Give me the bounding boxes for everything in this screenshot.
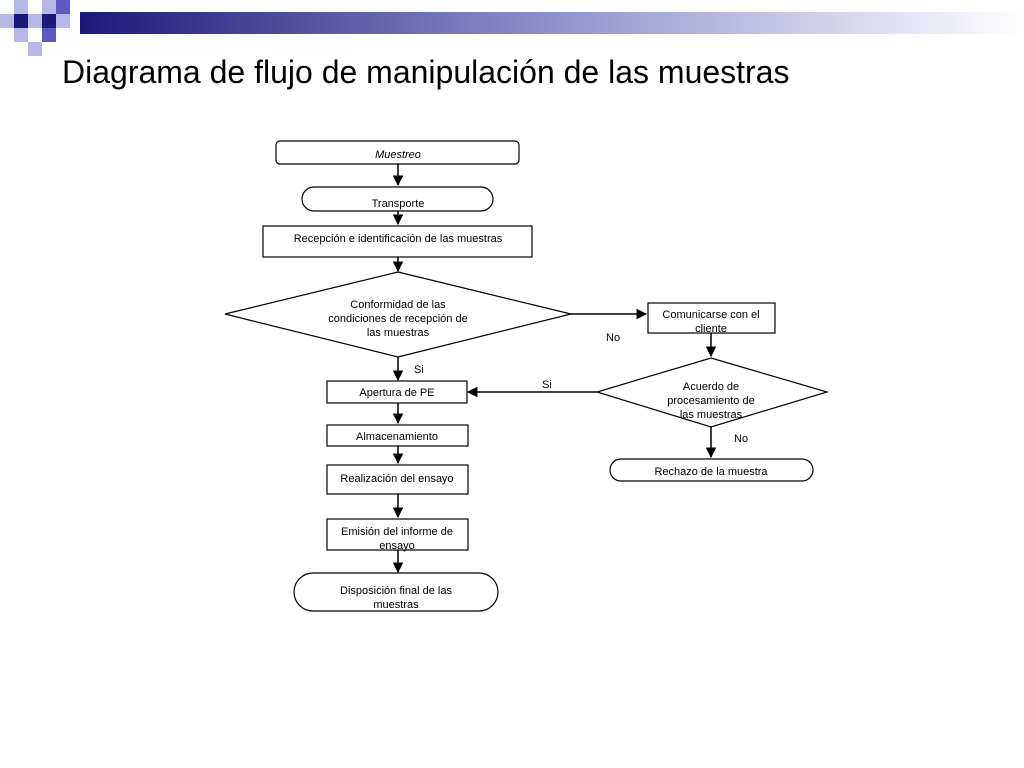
edge-label-si-conformidad: Si [414,364,424,376]
node-acuerdo [594,357,830,428]
connectors [392,164,717,574]
label-rechazo: Rechazo de la muestra [654,466,768,478]
label-acuerdo-2: procesamiento de [667,395,754,407]
node-disposicion [293,572,499,612]
node-comunicarse [647,302,776,334]
node-almacenamiento [326,424,469,447]
node-rechazo [609,458,814,482]
node-realizacion [326,464,469,495]
label-disposicion-1: Disposición final de las [340,585,452,597]
node-recepcion [262,225,533,258]
label-conformidad-3: las muestras [367,327,430,339]
label-apertura: Apertura de PE [359,387,434,399]
label-acuerdo-3: las muestras [680,409,743,421]
node-conformidad [224,271,572,358]
slide-title: Diagrama de flujo de manipulación de las… [62,54,790,90]
label-comunicarse-2: cliente [695,323,727,335]
node-apertura [326,380,468,404]
label-conformidad-1: Conformidad de las [350,299,446,311]
edge-label-no-acuerdo: No [734,433,748,445]
header-decoration [0,0,1024,56]
label-emision-2: ensayo [379,540,414,552]
node-transporte [301,186,494,212]
label-acuerdo-1: Acuerdo de [683,381,739,393]
label-recepcion: Recepción e identificación de las muestr… [294,233,503,245]
node-emision [326,518,469,551]
node-muestreo [275,140,520,165]
edge-label-si-acuerdo: Si [542,379,552,391]
label-comunicarse-1: Comunicarse con el [662,309,759,321]
label-emision-1: Emisión del informe de [341,526,453,538]
label-almacenamiento: Almacenamiento [356,431,438,443]
label-conformidad-2: condiciones de recepción de [328,313,467,325]
label-realizacion: Realización del ensayo [340,473,453,485]
label-transporte: Transporte [372,198,425,210]
label-disposicion-2: muestras [373,599,419,611]
label-muestreo: Muestreo [375,149,421,161]
edge-label-no-conformidad: No [606,332,620,344]
